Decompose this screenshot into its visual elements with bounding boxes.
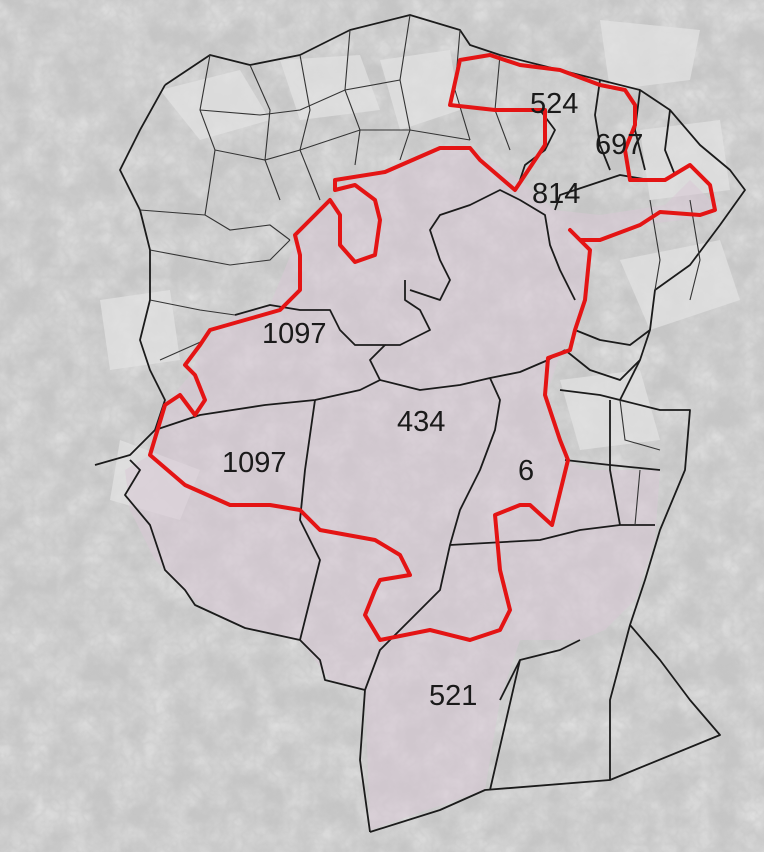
parcel-label-524: 524	[530, 88, 578, 120]
parcel-label-697: 697	[595, 129, 643, 161]
parcel-label-1097-upper: 1097	[262, 318, 327, 350]
cadastral-boundaries	[94, 14, 746, 833]
parcel-label-434: 434	[397, 406, 445, 438]
shaded-parcels	[125, 148, 715, 830]
parcel-label-6: 6	[518, 455, 534, 487]
parcel-label-521: 521	[429, 680, 477, 712]
highlighted-area-boundary	[148, 53, 717, 642]
parcel-label-1097-lower: 1097	[222, 447, 287, 479]
parcel-label-814: 814	[532, 178, 580, 210]
parcel-labels: 524 697 814 1097 434 1097 6 521	[222, 88, 643, 712]
